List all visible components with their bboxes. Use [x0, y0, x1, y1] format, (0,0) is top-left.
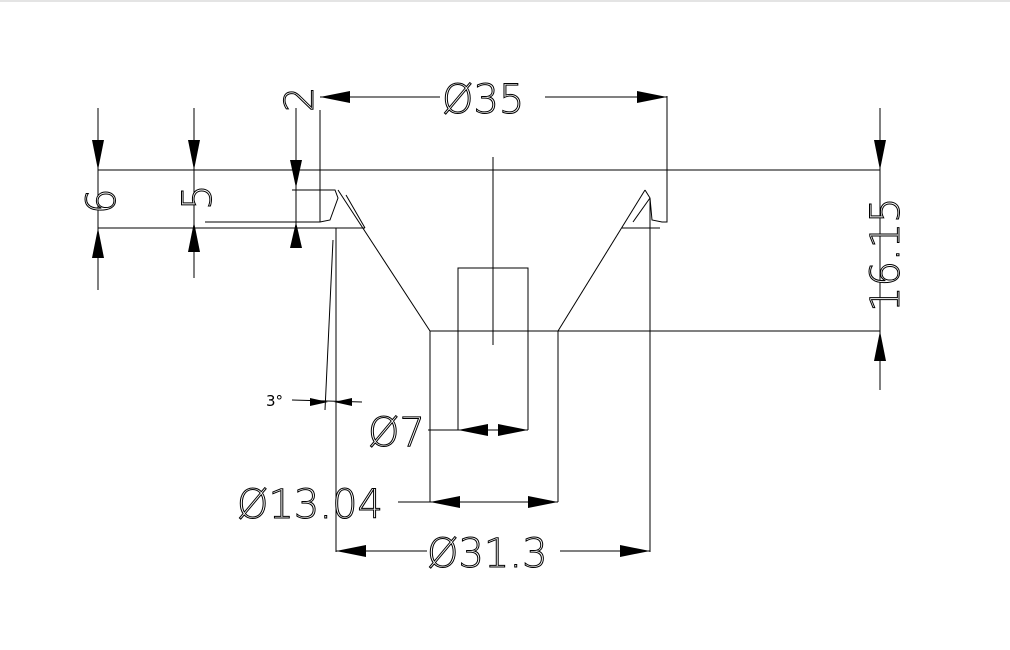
dim-label-height-6: 6 [79, 189, 125, 214]
dim-label-height-16-15: 16.15 [863, 197, 909, 312]
dimension-height-2: 2 [277, 86, 324, 248]
dimension-dia-7: Ø7 [368, 410, 528, 457]
dim-label-dia-31-3: Ø31.3 [427, 531, 548, 577]
dimension-dia-35: Ø35 [320, 77, 667, 124]
part-outline [98, 96, 880, 552]
dimension-height-5: 5 [175, 108, 222, 278]
dimension-draft-angle: 3° [266, 392, 363, 410]
dim-label-dia-35: Ø35 [442, 77, 524, 123]
dim-label-draft-angle: 3° [266, 392, 283, 410]
dimension-dia-13-04: Ø13.04 [237, 482, 558, 529]
dim-label-dia-13-04: Ø13.04 [237, 482, 383, 528]
dimension-dia-31-3: Ø31.3 [336, 531, 650, 578]
window-top-border [0, 0, 1010, 2]
dimension-height-6: 6 [79, 108, 126, 290]
dim-label-dia-7: Ø7 [368, 410, 425, 456]
dimension-height-16-15: 16.15 [863, 108, 910, 390]
dim-label-height-2: 2 [277, 87, 323, 112]
dim-label-height-5: 5 [175, 185, 221, 210]
